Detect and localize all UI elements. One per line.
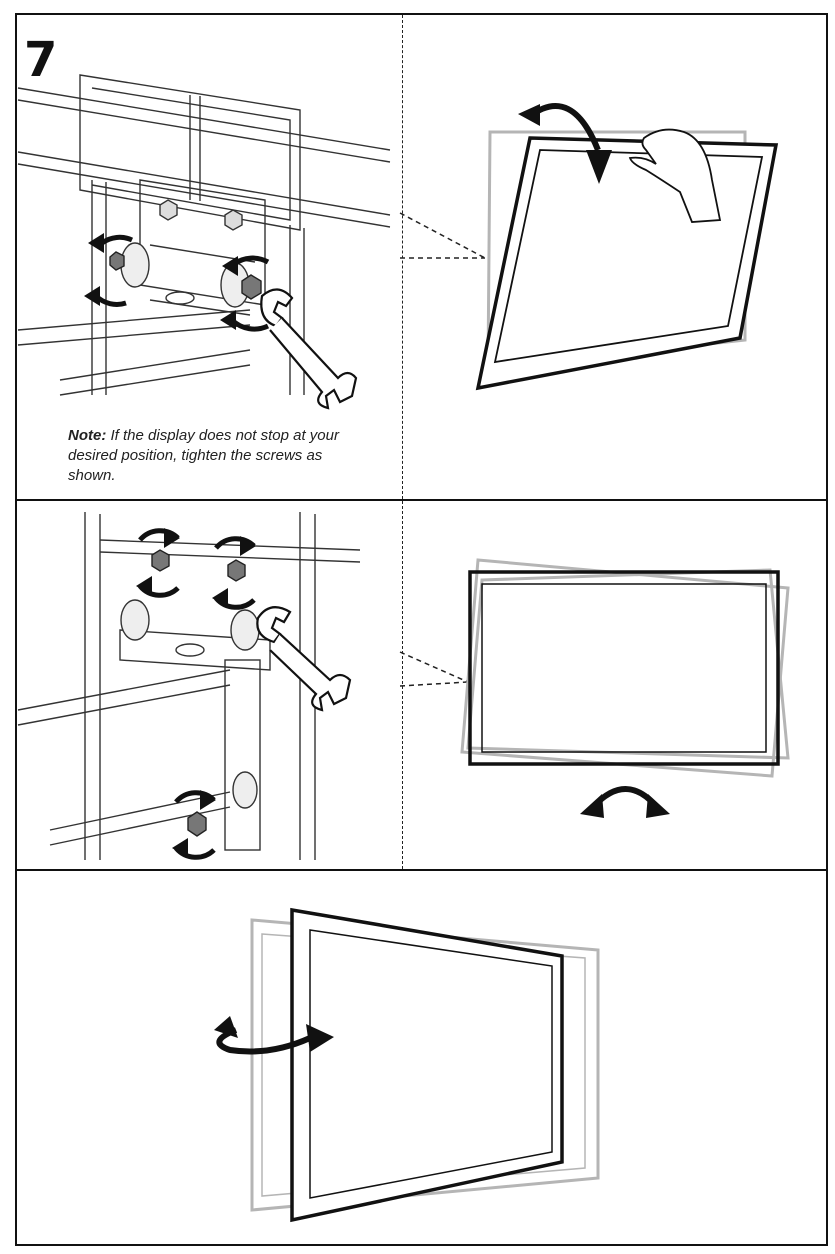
panel-loosen-tilt-bolts bbox=[0, 0, 400, 420]
hand-icon bbox=[628, 128, 722, 223]
row-divider bbox=[17, 499, 826, 501]
panel-swivel-display bbox=[0, 870, 830, 1240]
row-divider bbox=[17, 869, 826, 871]
wrench-icon bbox=[260, 288, 358, 410]
step-number: 7 bbox=[24, 32, 57, 88]
curved-arrow-icon bbox=[518, 103, 612, 184]
panel-level-display bbox=[399, 500, 830, 870]
dashed-divider bbox=[402, 501, 403, 869]
curved-arrow-icon bbox=[214, 1016, 334, 1055]
mount-illustration bbox=[17, 74, 391, 410]
instruction-frame bbox=[15, 13, 828, 1246]
note-body: If the display does not stop at your des… bbox=[68, 427, 339, 484]
mount-level-illustration bbox=[17, 512, 361, 860]
panel-loosen-level-bolts bbox=[0, 500, 400, 870]
note-text: Note: If the display does not stop at yo… bbox=[68, 426, 368, 486]
level-illustration bbox=[399, 558, 790, 818]
panel-tilt-display bbox=[399, 0, 830, 500]
wrench-icon bbox=[256, 606, 352, 712]
dashed-divider bbox=[402, 15, 403, 499]
tilt-illustration bbox=[399, 103, 779, 391]
note-label: Note: bbox=[68, 427, 107, 444]
swivel-illustration bbox=[214, 907, 600, 1223]
curved-arrow-icon bbox=[580, 786, 670, 818]
